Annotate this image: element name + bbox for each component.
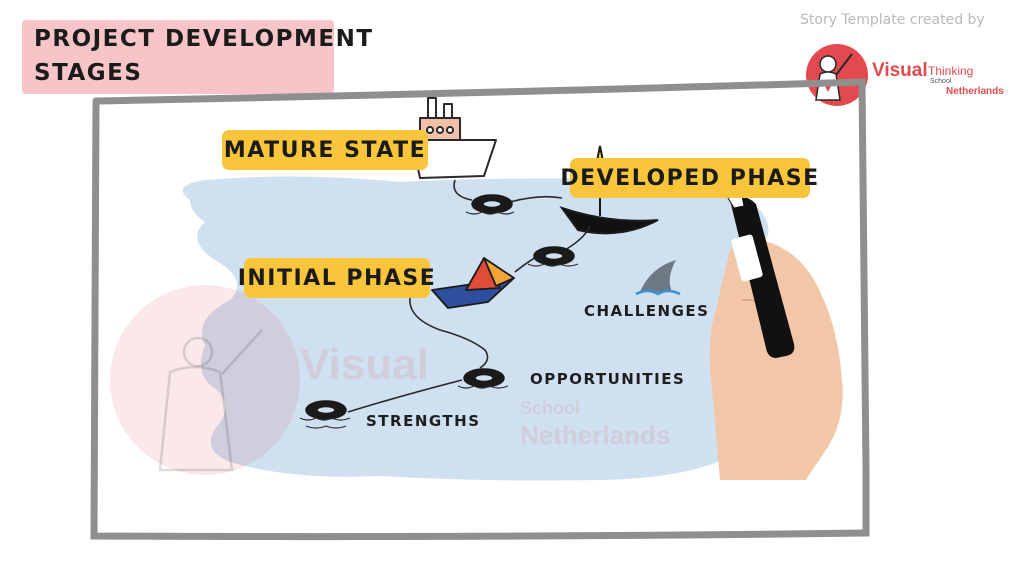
credit-text: Story Template created by	[800, 12, 985, 28]
stage-label-initial: INITIAL PHASE	[238, 258, 435, 298]
brand-netherlands-text: Netherlands	[946, 86, 1004, 97]
board-frame-bottom	[90, 97, 870, 541]
board-frame	[92, 78, 870, 474]
note-strengths: STRENGTHS	[366, 412, 481, 430]
watermark-logo-icon	[110, 285, 300, 475]
watermark-netherlands-text: Netherlands	[520, 420, 671, 450]
brand-visual-text: Visual	[872, 60, 928, 81]
watermark-figure-icon	[158, 329, 263, 472]
wave-lines	[299, 211, 579, 429]
stage-label-mature: MATURE STATE	[222, 130, 428, 170]
note-challenges: CHALLENGES	[584, 302, 710, 320]
page-title-tag: PROJECT DEVELOPMENT STAGES	[22, 20, 372, 94]
paper-boat-icon	[431, 257, 515, 309]
watermark-school-text: School	[520, 398, 581, 418]
brand-thinking-text: Thinking	[928, 64, 974, 78]
brand-school-text: School	[930, 78, 952, 85]
shark-fin-icon	[635, 260, 681, 296]
hand-with-marker-icon	[709, 192, 843, 480]
rope-lines	[347, 179, 591, 413]
page-title-line-2: STAGES	[34, 60, 143, 86]
page-title-line-1: PROJECT DEVELOPMENT	[34, 26, 374, 52]
note-opportunities: OPPORTUNITIES	[530, 370, 686, 388]
ship-icon	[411, 97, 497, 179]
lifebuoy-icon	[305, 194, 575, 420]
watermark-visual-text: Visual	[300, 340, 429, 389]
stage-label-developed: DEVELOPED PHASE	[560, 158, 818, 198]
brand-logo-icon	[806, 44, 868, 106]
